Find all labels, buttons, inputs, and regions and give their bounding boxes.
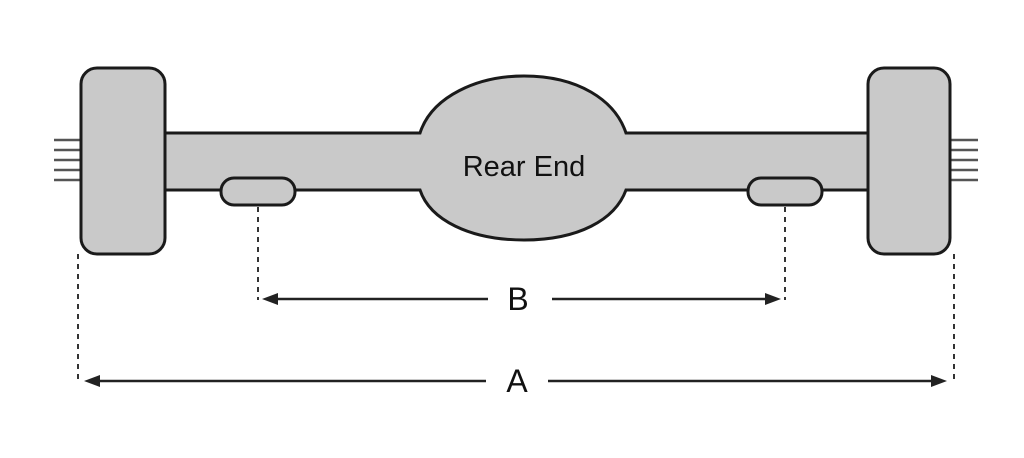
left-wheel-hub [79, 66, 167, 256]
left-spring-perch [219, 176, 297, 207]
dimension-b: B [262, 281, 781, 317]
dimension-b-label: B [507, 281, 528, 317]
rear-end-label: Rear End [463, 151, 586, 183]
dimension-a-label: A [506, 363, 528, 399]
dimension-a: A [84, 363, 947, 399]
right-spring-perch [746, 176, 824, 207]
right-wheel-hub [866, 66, 952, 256]
